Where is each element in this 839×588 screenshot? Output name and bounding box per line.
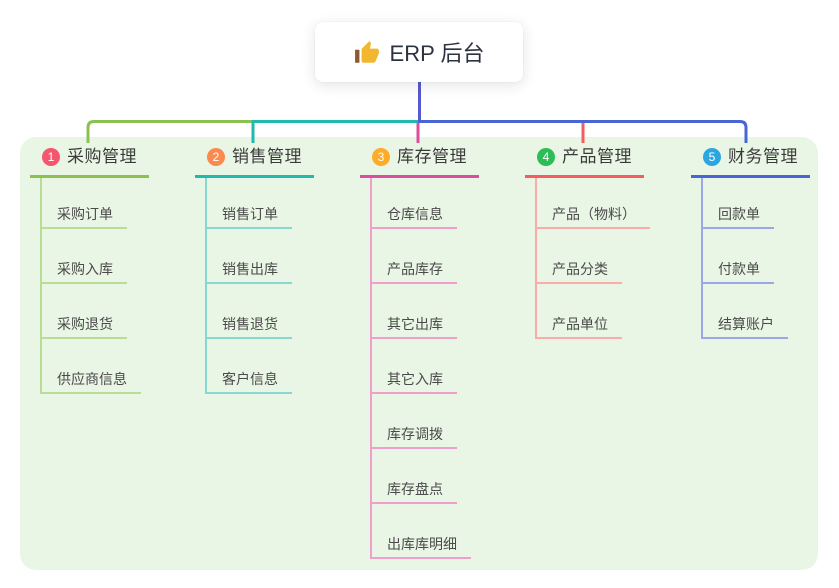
child-node[interactable]: 采购退货	[42, 284, 127, 339]
branch-4: 4 产品管理产品（物料）产品分类产品单位	[525, 145, 650, 339]
root-label: ERP 后台	[389, 41, 485, 66]
branch-children: 产品（物料）产品分类产品单位	[535, 178, 650, 339]
child-node[interactable]: 出库库明细	[372, 504, 471, 559]
child-node[interactable]: 其它入库	[372, 339, 457, 394]
branch-title-1[interactable]: 1 采购管理	[30, 145, 149, 178]
branch-title-label: 产品管理	[562, 147, 632, 166]
branches-panel	[20, 137, 818, 570]
child-node[interactable]: 产品分类	[537, 229, 622, 284]
child-node[interactable]: 销售退货	[207, 284, 292, 339]
branch-children: 采购订单采购入库采购退货供应商信息	[40, 178, 141, 394]
child-node[interactable]: 其它出库	[372, 284, 457, 339]
branch-3: 3 库存管理仓库信息产品库存其它出库其它入库库存调拨库存盘点出库库明细	[360, 145, 479, 559]
branch-number-badge: 1	[42, 147, 60, 166]
child-node[interactable]: 付款单	[703, 229, 774, 284]
child-node[interactable]: 产品库存	[372, 229, 457, 284]
branch-title-label: 销售管理	[232, 147, 302, 166]
branch-title-label: 采购管理	[67, 147, 137, 166]
branch-children: 仓库信息产品库存其它出库其它入库库存调拨库存盘点出库库明细	[370, 178, 471, 559]
child-node[interactable]: 库存调拨	[372, 394, 457, 449]
child-node[interactable]: 采购订单	[42, 178, 127, 229]
child-node[interactable]: 采购入库	[42, 229, 127, 284]
branch-title-label: 库存管理	[397, 147, 467, 166]
branch-title-label: 财务管理	[728, 147, 798, 166]
branch-title-2[interactable]: 2 销售管理	[195, 145, 314, 178]
branch-title-5[interactable]: 5 财务管理	[691, 145, 810, 178]
branch-1: 1 采购管理采购订单采购入库采购退货供应商信息	[30, 145, 149, 394]
child-node[interactable]: 回款单	[703, 178, 774, 229]
root-node[interactable]: ERP 后台	[315, 22, 523, 82]
branch-number-badge: 3	[372, 147, 390, 166]
branch-2: 2 销售管理销售订单销售出库销售退货客户信息	[195, 145, 314, 394]
child-node[interactable]: 产品单位	[537, 284, 622, 339]
branch-title-3[interactable]: 3 库存管理	[360, 145, 479, 178]
child-node[interactable]: 结算账户	[703, 284, 788, 339]
thumbs-up-icon	[354, 41, 379, 63]
branch-5: 5 财务管理回款单付款单结算账户	[691, 145, 810, 339]
child-node[interactable]: 客户信息	[207, 339, 292, 394]
child-node[interactable]: 库存盘点	[372, 449, 457, 504]
child-node[interactable]: 销售出库	[207, 229, 292, 284]
branch-number-badge: 4	[537, 147, 555, 166]
branch-children: 销售订单销售出库销售退货客户信息	[205, 178, 292, 394]
child-node[interactable]: 供应商信息	[42, 339, 141, 394]
branch-number-badge: 2	[207, 147, 225, 166]
child-node[interactable]: 仓库信息	[372, 178, 457, 229]
child-node[interactable]: 销售订单	[207, 178, 292, 229]
branch-children: 回款单付款单结算账户	[701, 178, 788, 339]
branch-title-4[interactable]: 4 产品管理	[525, 145, 644, 178]
child-node[interactable]: 产品（物料）	[537, 178, 650, 229]
branch-number-badge: 5	[703, 147, 721, 166]
